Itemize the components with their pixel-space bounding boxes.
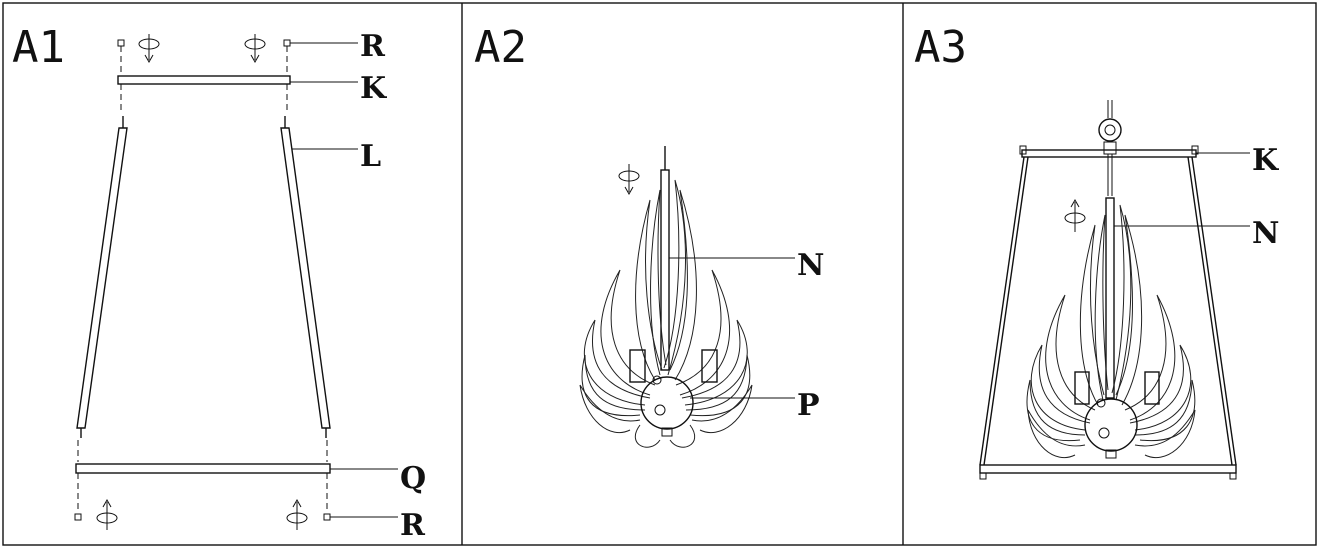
rotate-arrow-icon [1064, 198, 1086, 232]
center-rod-n [660, 146, 670, 371]
ring-q-bottom [75, 463, 331, 474]
hanging-loop [1098, 100, 1122, 196]
rotate-arrow-icon [96, 498, 118, 530]
callout-l: L [360, 139, 381, 174]
rod-l-left [76, 116, 128, 438]
rotate-arrow-icon [618, 164, 640, 196]
socket-left-a2 [629, 349, 646, 383]
panel-title-a1: A1 [12, 22, 65, 73]
panel-a1: A1 R K [12, 22, 426, 543]
screw-r-bottom-left [74, 513, 82, 521]
leaf-cluster-a2 [579, 179, 753, 448]
rotate-arrow-icon [244, 34, 266, 64]
callout-q: Q [400, 461, 426, 496]
callout-k-a3: K [1252, 143, 1279, 178]
panel-a2: A2 N [474, 22, 824, 448]
socket-left-a3 [1074, 371, 1090, 405]
panel-a3: A3 K [914, 22, 1279, 480]
callout-r-bottom: R [400, 508, 426, 543]
leaf-cluster-a3 [1026, 204, 1196, 459]
hub-p [640, 375, 694, 437]
panel-title-a3: A3 [914, 22, 967, 73]
callout-k: K [360, 71, 387, 106]
socket-right-a3 [1144, 371, 1160, 405]
callout-n-a2: N [797, 248, 824, 283]
frame-a3 [979, 145, 1237, 480]
center-rod-n-a3 [1105, 197, 1115, 399]
screw-r-top-left [117, 39, 125, 47]
rotate-arrow-icon [138, 34, 160, 64]
rotate-arrow-icon [286, 498, 308, 530]
callout-p: P [797, 388, 820, 423]
hub-a3 [1084, 398, 1138, 459]
callout-r-top: R [360, 29, 386, 64]
ring-k-top [117, 75, 291, 85]
screw-r-bottom-right [323, 513, 331, 521]
callout-n-a3: N [1252, 216, 1279, 251]
panel-title-a2: A2 [474, 22, 527, 73]
socket-right-a2 [701, 349, 718, 383]
screw-r-top-right [283, 39, 291, 47]
rod-l-right [280, 116, 331, 438]
